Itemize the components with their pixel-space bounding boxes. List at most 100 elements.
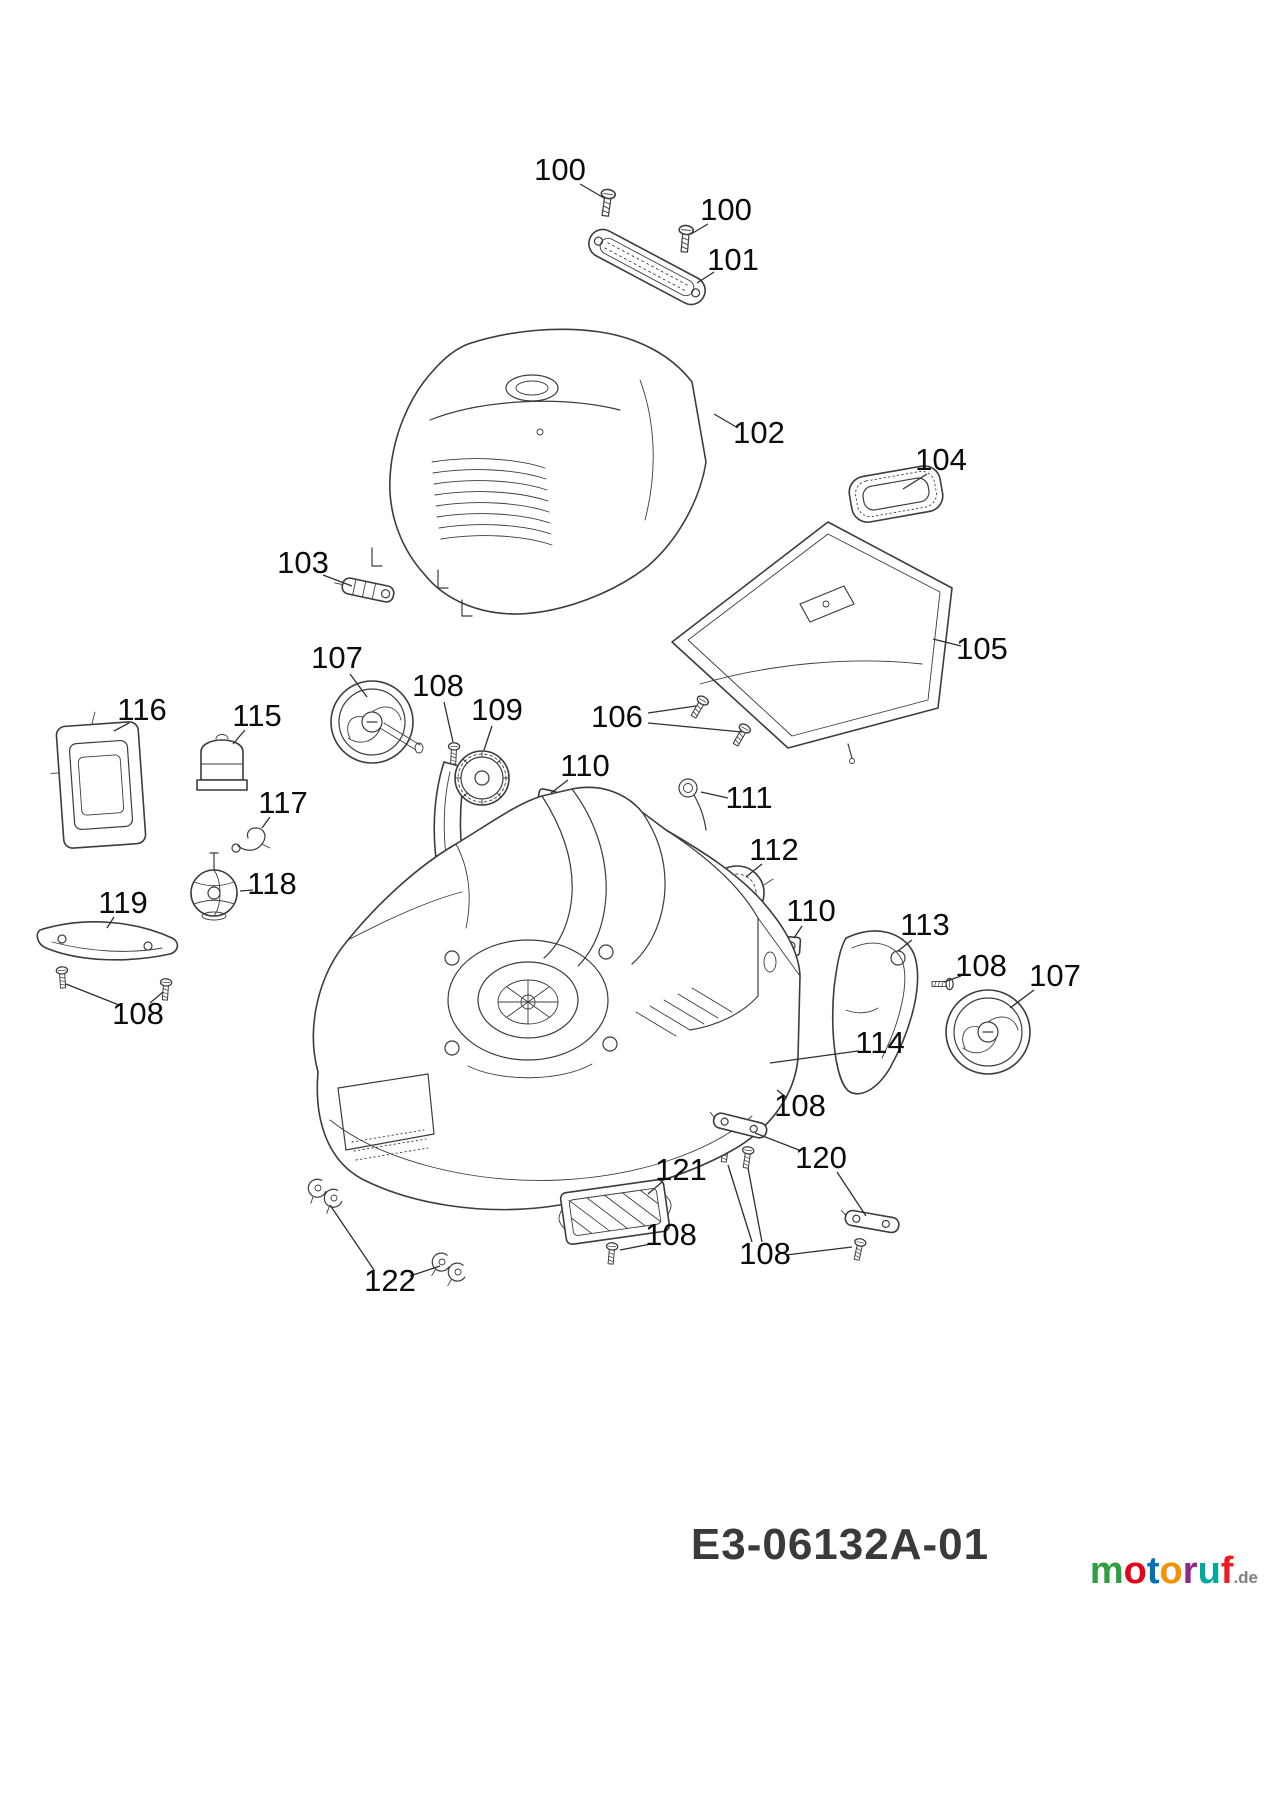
leader-line [690,223,709,235]
part-label-102: 102 [733,415,785,450]
leader-line [754,1132,800,1151]
part-label-120: 120 [795,1140,847,1175]
part-107-wheel-left [330,680,424,764]
part-label-112: 112 [749,832,798,867]
motoruf-logo[interactable]: motoruf.de [1090,1552,1258,1590]
leader-line [727,1164,753,1243]
leader-line [647,1181,663,1195]
part-label-109: 109 [471,692,523,727]
callout-layer: 1001001011021031041051061071081091101111… [65,152,1081,1298]
part-label-110: 110 [786,893,835,928]
part-label-100: 100 [700,192,752,227]
leader-line [443,701,454,743]
part-111-spring [678,778,707,831]
part-108-screw-9 [850,1237,868,1262]
part-117-lever [231,827,271,853]
leader-line [261,816,271,829]
leader-line [647,722,743,733]
part-113-side-cover [831,930,919,1095]
part-122-clip-pair-a [303,1176,345,1214]
leader-line [747,1167,763,1243]
part-label-118: 118 [247,866,296,901]
logo-letter: u [1197,1550,1221,1592]
leader-line [483,725,493,751]
logo-suffix: .de [1233,1568,1258,1587]
leader-line [113,722,130,732]
diagram-code: E3-06132A-01 [690,1520,990,1569]
leader-line [836,1171,867,1217]
leader-line [1009,989,1035,1009]
logo-letter: f [1220,1550,1234,1592]
leader-line [793,925,803,939]
part-label-108: 108 [955,948,1007,983]
part-label-107: 107 [1029,958,1081,993]
leader-line [700,791,729,799]
leader-line [349,673,368,698]
leader-line [897,939,913,952]
leader-line [696,271,715,284]
leader-line [579,183,605,199]
part-label-110: 110 [560,748,609,783]
part-104-grille [848,465,944,523]
part-label-114: 114 [855,1025,904,1060]
part-108-screw-6 [604,1241,619,1266]
part-121-baffle [558,1178,672,1246]
leader-line [902,473,928,490]
part-label-119: 119 [98,885,147,920]
leader-line [745,863,763,878]
part-108-screw-1 [446,741,461,765]
part-label-100: 100 [534,152,586,187]
leader-line [232,729,246,745]
part-101-handle [588,228,706,306]
part-100-screw-b [676,224,695,254]
leader-line [409,1265,441,1277]
part-label-108: 108 [112,996,164,1031]
part-label-116: 116 [117,692,166,727]
logo-letter: m [1089,1550,1124,1592]
part-label-108: 108 [412,668,464,703]
leader-line [239,889,254,892]
part-108-screw-8 [739,1145,755,1170]
part-118-impeller [190,852,238,921]
leader-line [619,1243,652,1251]
leader-line [65,983,120,1006]
leader-line [776,1089,788,1099]
part-label-113: 113 [900,907,949,942]
leader-line [647,705,697,714]
logo-word: motoruf [1090,1550,1234,1592]
logo-letter: o [1123,1550,1147,1592]
part-119-blade-holder [36,921,179,961]
part-102-motor-cover [371,328,707,617]
part-label-108: 108 [774,1088,826,1123]
part-103-cable-clip [334,577,395,603]
logo-letter: o [1159,1550,1183,1592]
leader-line [106,916,115,929]
leader-line [785,1246,853,1256]
part-label-106: 106 [591,699,643,734]
part-label-111: 111 [725,780,772,815]
part-122-clip-pair-b [428,1251,467,1287]
part-label-115: 115 [232,698,281,733]
part-120-bracket-b [838,1207,901,1235]
leader-line [329,1204,375,1271]
part-106-screw-b [729,721,753,749]
part-label-117: 117 [258,785,307,820]
part-105-rear-cover [671,521,953,764]
part-label-107: 107 [311,640,363,675]
part-label-105: 105 [956,631,1008,666]
part-107-wheel-right [945,989,1031,1075]
leader-line [943,975,962,983]
part-label-104: 104 [915,442,967,477]
part-116-frame [50,711,147,849]
leader-line [550,779,569,794]
logo-letter: t [1146,1550,1160,1592]
leader-line [322,574,353,587]
part-label-108: 108 [645,1217,697,1252]
part-108-screw-2 [55,965,70,989]
leader-line [713,413,739,429]
part-label-122: 122 [364,1263,416,1298]
part-115-cap [196,734,248,791]
part-label-101: 101 [707,242,759,277]
